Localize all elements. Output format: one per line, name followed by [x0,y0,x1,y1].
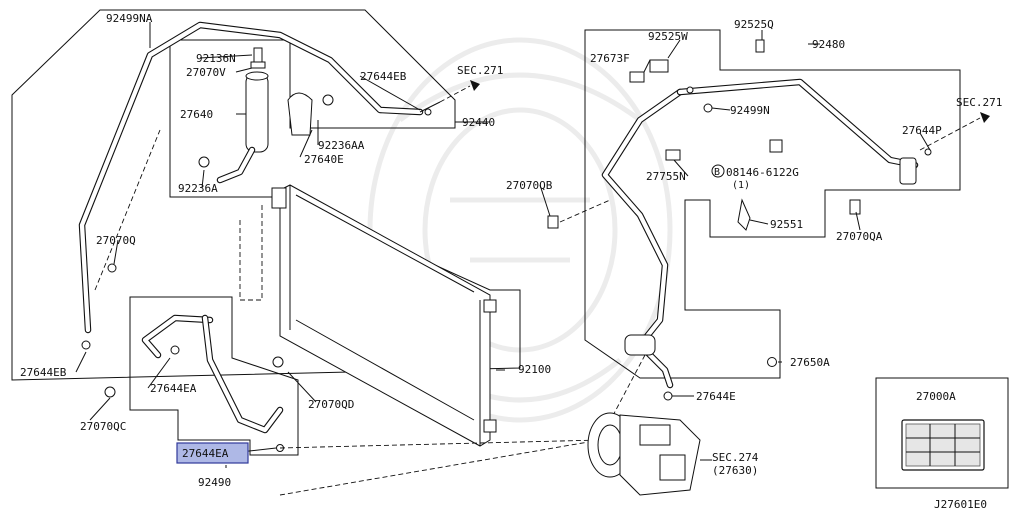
label-92525w[interactable]: 92525W [648,30,688,43]
label-27673f[interactable]: 27673F [590,52,630,65]
receiver-drier [216,47,269,184]
label-92236a[interactable]: 92236A [178,182,218,195]
label-27000a[interactable]: 27000A [916,390,956,403]
label-92551[interactable]: 92551 [770,218,803,231]
bolt-prefix-icon [711,164,725,178]
direction-arrow-icon-right [980,112,990,123]
label-92236aa[interactable]: 92236AA [318,139,365,152]
label-27070qb[interactable]: 27070QB [506,179,553,192]
label-92525q[interactable]: 92525Q [734,18,774,31]
leader-lines [75,22,931,468]
label-92100[interactable]: 92100 [518,363,551,376]
label-27644ea-highlighted[interactable]: 27644EA [182,447,229,460]
hose-92490 [141,314,284,434]
label-92136n[interactable]: 92136N [196,52,236,65]
label-27650a[interactable]: 27650A [790,356,830,369]
label-92499na[interactable]: 92499NA [106,12,153,25]
condenser [271,184,497,447]
label-92499n[interactable]: 92499N [730,104,770,117]
direction-arrow-icon [470,80,480,91]
label-27070qc[interactable]: 27070QC [80,420,126,433]
label-sec271-top[interactable]: SEC.271 [457,64,503,77]
label-08146-prefix: B [714,167,720,178]
label-27640e[interactable]: 27640E [304,153,344,166]
label-27644ea-mid[interactable]: 27644EA [150,382,197,395]
label-27070qd[interactable]: 27070QD [308,398,354,411]
label-27070q[interactable]: 27070Q [96,234,136,247]
bracket-27640e [287,92,334,136]
label-27644e[interactable]: 27644E [696,390,736,403]
highlight-box-27644ea [176,442,249,464]
label-27640[interactable]: 27640 [180,108,213,121]
label-sec274[interactable]: SEC.274 [712,451,759,464]
label-sec271-right[interactable]: SEC.271 [956,96,1002,109]
label-27644eb-top[interactable]: 27644EB [360,70,407,83]
label-27644eb-left[interactable]: 27644EB [20,366,67,379]
label-92490[interactable]: 92490 [198,476,231,489]
label-08146-qty: (1) [732,180,750,191]
label-27755n[interactable]: 27755N [646,170,686,183]
group-outline-92490 [129,296,299,456]
compressor [587,412,701,496]
kit-box-27000a [875,377,1009,489]
label-sec274-sub: (27630) [712,464,758,477]
label-27070qa[interactable]: 27070QA [836,230,883,243]
label-27644p[interactable]: 27644P [902,124,942,137]
pipe-92440 [78,21,424,334]
label-27070v[interactable]: 27070V [186,66,226,79]
figure-code: J27601E0 [934,498,987,511]
group-outline-92480 [584,29,961,379]
label-92480[interactable]: 92480 [812,38,845,51]
label-92440[interactable]: 92440 [462,116,495,129]
label-08146-6122g[interactable]: 08146-6122G [726,166,799,179]
group-outline-92440 [11,9,521,381]
